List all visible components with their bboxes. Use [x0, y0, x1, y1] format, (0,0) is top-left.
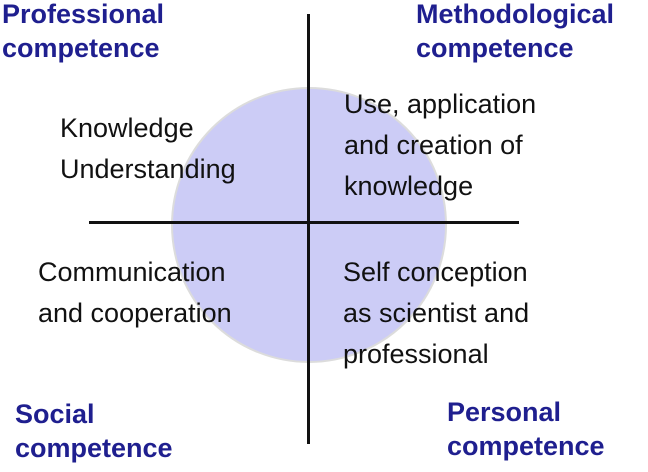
methodological-competence-content: Use, application and creation of knowled…: [344, 89, 537, 201]
personal-competence-heading: Personal competence: [447, 397, 605, 461]
social-competence-heading: Social competence: [15, 399, 173, 463]
social-competence-content: Communication and cooperation: [38, 257, 232, 328]
professional-competence-content: Knowledge Understanding: [60, 113, 236, 184]
personal-competence-content: Self conception as scientist and profess…: [343, 257, 530, 369]
vertical-axis: [307, 14, 310, 444]
horizontal-axis: [89, 221, 519, 224]
professional-competence-heading: Professional competence: [2, 0, 165, 63]
methodological-competence-heading: Methodological competence: [416, 0, 614, 63]
